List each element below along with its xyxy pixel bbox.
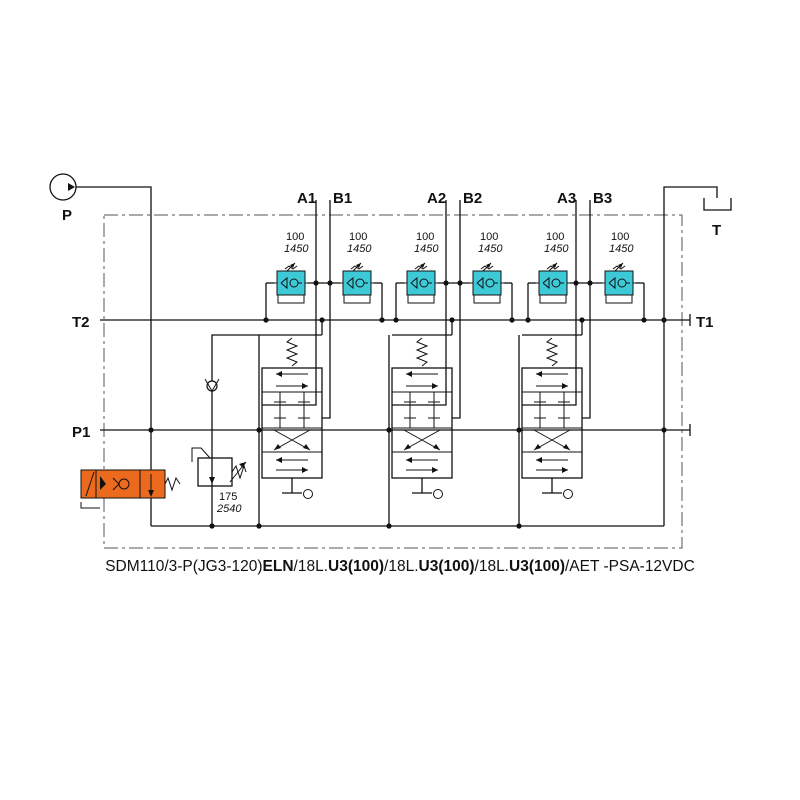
main-relief-bottom: 2540 [216,503,242,515]
section-2-directional-valve [391,337,453,500]
tank-symbol [703,198,732,211]
relief-b1-bottom: 1450 [347,243,372,255]
relief-b1-top: 100 [349,231,367,243]
port-label-b1: B1 [333,190,352,207]
pump-symbol [49,173,77,201]
port-relief-valve-a3 [535,262,571,296]
model-code-part: ELN [262,558,294,575]
model-code-part: U3(100) [509,558,565,575]
relief-b2-top: 100 [480,231,498,243]
port-relief-valve-b3 [601,262,637,296]
section-1-directional-valve [261,337,323,500]
model-code: SDM110/3-P(JG3-120)ELN/18L.U3(100)/18L.U… [0,558,800,576]
pressure-line [76,186,152,526]
port-label-t: T [712,222,721,239]
port-relief-row [265,262,645,320]
model-code-part: SDM110/3-P(JG3-120) [105,558,263,575]
relief-a2-top: 100 [416,231,434,243]
section-3-directional-valve [521,337,583,500]
relief-b3-bottom: 1450 [609,243,634,255]
relief-a3-top: 100 [546,231,564,243]
model-code-part: /AET -PSA-12VDC [565,558,695,575]
solenoid-unloader-valve [80,469,181,509]
port-label-t2: T2 [72,314,90,331]
port-label-p: P [62,207,72,224]
port-label-a3: A3 [557,190,576,207]
relief-b2-bottom: 1450 [478,243,503,255]
model-code-part: /18L. [474,558,509,575]
check-valve-icon [204,378,220,392]
tank-line [663,186,718,526]
port-label-a2: A2 [427,190,446,207]
port-relief-valve-a1 [273,262,309,296]
port-label-t1: T1 [696,314,714,331]
relief-a1-top: 100 [286,231,304,243]
port-label-a1: A1 [297,190,316,207]
model-code-part: U3(100) [418,558,475,575]
port-label-b3: B3 [593,190,612,207]
relief-a3-bottom: 1450 [544,243,569,255]
port-label-p1: P1 [72,424,90,441]
relief-a1-bottom: 1450 [284,243,309,255]
port-relief-settings: 100 1450 100 1450 100 1450 100 1450 100 … [284,231,634,255]
port-relief-valve-b2 [469,262,505,296]
model-code-part: /18L. [293,558,329,575]
main-relief-top: 175 [219,491,237,503]
valve-block-boundary [103,214,683,549]
junction-dots [148,280,667,529]
port-relief-valve-a2 [403,262,439,296]
port-label-b2: B2 [463,190,482,207]
model-code-part: U3(100) [328,558,385,575]
relief-a2-bottom: 1450 [414,243,439,255]
main-relief-valve [191,447,247,487]
relief-b3-top: 100 [611,231,629,243]
port-relief-valve-b1 [339,262,375,296]
model-code-part: /18L. [384,558,419,575]
